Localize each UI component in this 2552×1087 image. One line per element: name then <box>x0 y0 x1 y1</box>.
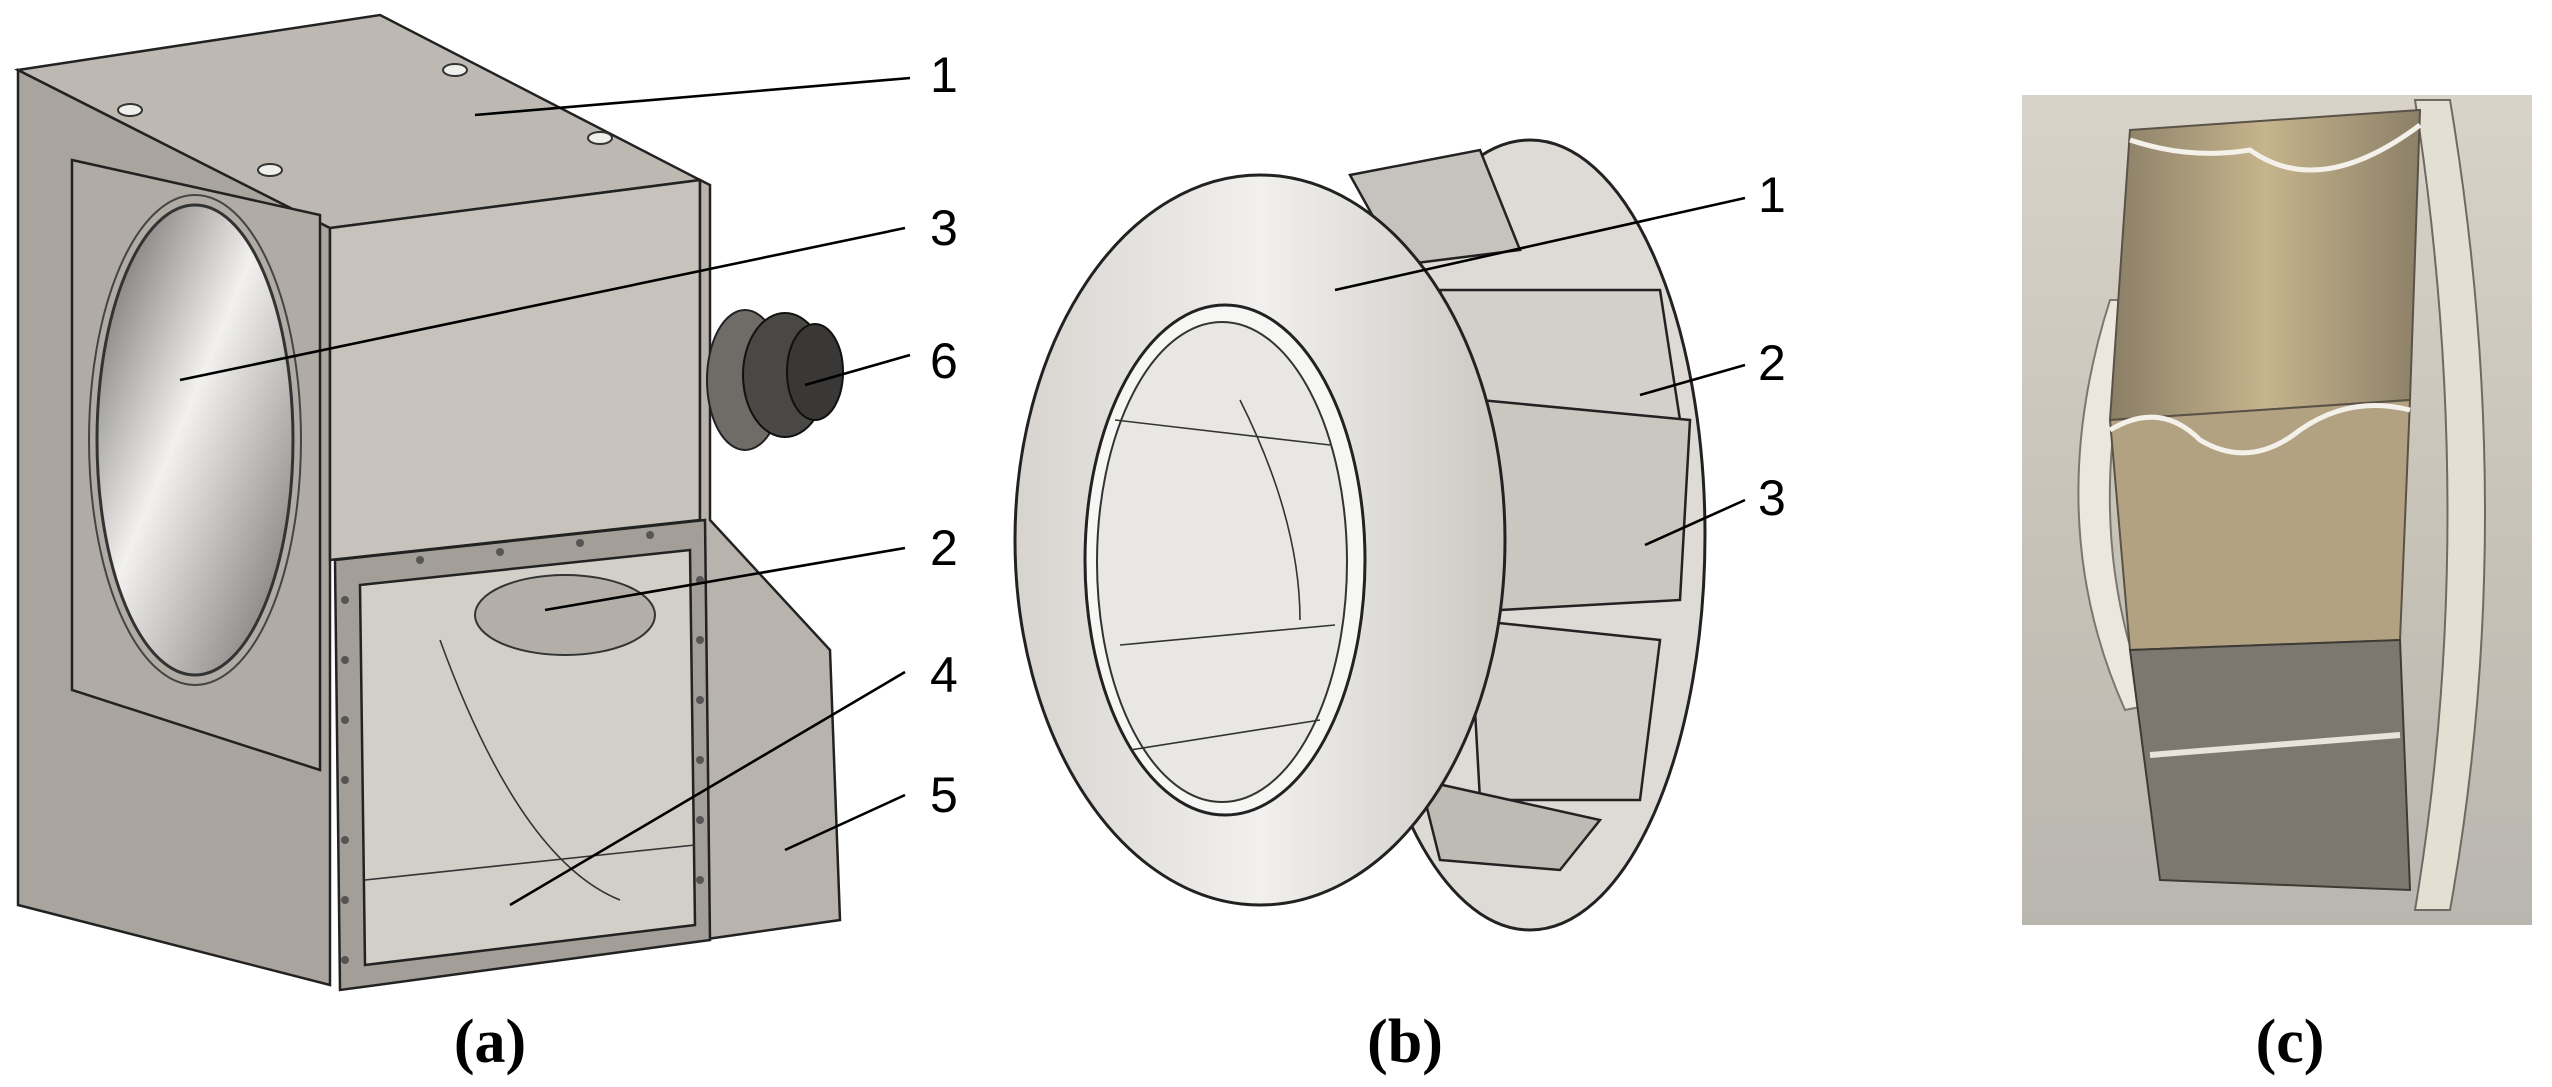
housing-front-box <box>328 178 702 562</box>
callout-b-3: 3 <box>1758 470 1786 526</box>
top-holes <box>117 63 613 177</box>
flange-bolts <box>341 531 704 964</box>
panel-a-leaders <box>179 76 911 907</box>
callout-a-4: 4 <box>930 647 958 703</box>
photo-blade-lower <box>2128 638 2412 892</box>
caption-b: (b) <box>1367 1008 1443 1076</box>
impeller-glimpse <box>474 574 656 656</box>
photo-torn-edge-2 <box>2129 122 2422 173</box>
outlet-opening <box>358 548 697 967</box>
callout-a-3: 3 <box>930 200 958 256</box>
inner-blade-lines <box>1114 399 1336 751</box>
callout-a-2: 2 <box>930 520 958 576</box>
inlet-cone <box>95 203 295 677</box>
impeller-blades <box>1348 148 1692 872</box>
photo-rib <box>2149 732 2401 758</box>
panel-b-drawing <box>1013 138 1707 932</box>
photo-blade-middle <box>2108 398 2412 652</box>
shroud-inlet-inner <box>1096 321 1348 803</box>
caption-c: (c) <box>2256 1008 2325 1076</box>
panel-a-callouts: 1 3 6 2 4 5 <box>930 47 958 823</box>
outlet-floor-edge <box>364 844 696 881</box>
panel-b-callouts: 1 2 3 <box>1758 167 1786 526</box>
photo-torn-edge-1 <box>2108 403 2411 456</box>
callout-a-6: 6 <box>930 333 958 389</box>
panel-c-photo <box>2022 95 2532 925</box>
callout-b-2: 2 <box>1758 335 1786 391</box>
panel-a-drawing <box>13 13 844 992</box>
panel-b-leaders <box>1334 196 1746 547</box>
caption-a: (a) <box>454 1008 526 1076</box>
motor <box>706 309 844 451</box>
housing-side-panel <box>698 177 842 942</box>
outlet-volute-curve <box>439 639 621 901</box>
callout-a-1: 1 <box>930 47 958 103</box>
callout-b-1: 1 <box>1758 167 1786 223</box>
callout-a-5: 5 <box>930 767 958 823</box>
photo-backplate <box>2413 99 2486 911</box>
